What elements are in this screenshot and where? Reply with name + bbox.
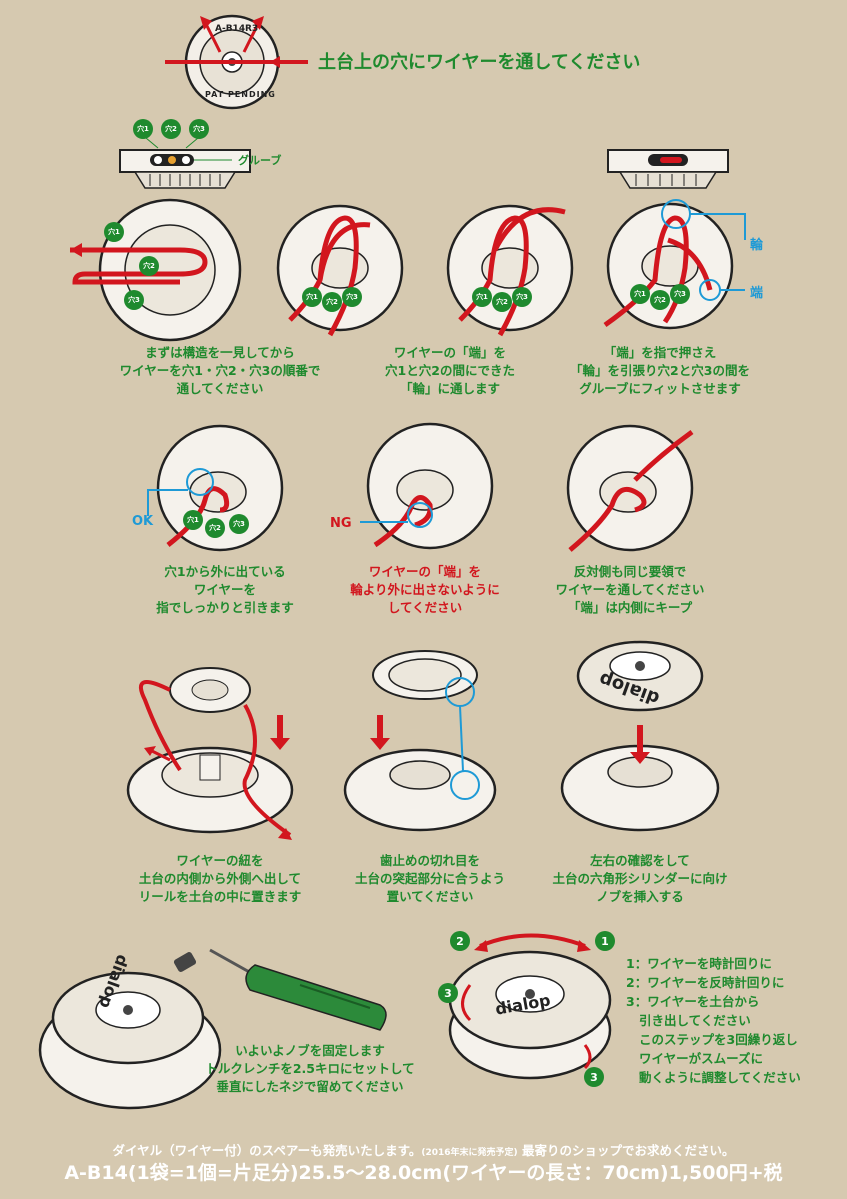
- step-number-3b: 3: [584, 1067, 604, 1087]
- step5-hole-1: 穴1: [183, 510, 203, 530]
- page-title: 土台上の穴にワイヤーを通してください: [318, 52, 641, 73]
- caption-step2: ワイヤーの「端」を 穴1と穴2の間にできた 「輪」に通します: [385, 345, 515, 396]
- step7-diagram: [566, 424, 694, 552]
- dial-ring-text: PAT PENDING: [205, 90, 276, 99]
- step1-hole-3: 穴3: [124, 290, 144, 310]
- footer-spare-text: ダイヤル（ワイヤー付）のスペアーも発売いたします。: [112, 1143, 422, 1158]
- step4-hole-3: 穴3: [670, 284, 690, 304]
- step2-hole-2: 穴2: [322, 292, 342, 312]
- header-dial-illustration: [165, 14, 308, 110]
- footer-product-info: A-B14(1袋=1個=片足分)25.5～28.0cm(ワイヤーの長さ：70cm…: [64, 1162, 783, 1184]
- step6-diagram: [360, 422, 494, 550]
- base-side-view-right: [607, 149, 729, 189]
- ng-label: NG: [330, 516, 352, 531]
- caption-step1: まずは構造を一見してから ワイヤーを穴1・穴2・穴3の順番で 通してください: [119, 345, 321, 396]
- hole-2-badge: 穴2: [161, 119, 181, 139]
- step3-hole-3: 穴3: [512, 287, 532, 307]
- step1-hole-1: 穴1: [104, 222, 124, 242]
- step10-diagram: [560, 640, 720, 832]
- step-number-3a: 3: [438, 983, 458, 1003]
- groove-label: グルーブ: [238, 154, 282, 167]
- footer-spare-notice: ダイヤル（ワイヤー付）のスペアーも発売いたします。(2016年末に発売予定) 最…: [0, 1140, 847, 1159]
- caption-step10: 左右の確認をして 土台の六角形シリンダーに向け ノブを挿入する: [552, 853, 728, 904]
- footer-shop-text: 最寄りのショップでお求めください。: [522, 1143, 735, 1158]
- dial-label: A-B14: [215, 24, 246, 34]
- hole-1-badge: 穴1: [133, 119, 153, 139]
- step9-diagram: [343, 650, 497, 832]
- screwdriver-icon: [209, 948, 387, 1031]
- caption-step9: 歯止めの切れ目を 土台の突起部分に合うよう 置いてください: [354, 853, 505, 904]
- caption-step8: ワイヤーの紐を 土台の内側から外側へ出して リールを土台の中に置きます: [138, 853, 302, 904]
- step-number-2: 2: [450, 931, 470, 951]
- step4-hole-2: 穴2: [650, 290, 670, 310]
- base-side-view-left: [119, 137, 251, 189]
- step1-hole-2: 穴2: [139, 256, 159, 276]
- step4-hole-1: 穴1: [630, 284, 650, 304]
- caption-step3: 「端」を指で押さえ 「輪」を引張り穴2と穴3の間を グルーブにフィットさせます: [570, 345, 750, 396]
- step2-hole-3: 穴3: [342, 287, 362, 307]
- adjust-steps-list: 1：ワイヤーを時計回りに 2：ワイヤーを反時計回りに 3：ワイヤーを土台から 引…: [626, 956, 801, 1085]
- final-knob-diagram: [38, 952, 222, 1110]
- step5-hole-3: 穴3: [229, 514, 249, 534]
- caption-step5: 穴1から外に出ている ワイヤーを 指でしっかりと引きます: [156, 564, 294, 615]
- caption-step11: いよいよノブを固定します トルクレンチを2.5キロにセットして 垂直にしたネジで…: [205, 1043, 415, 1094]
- step4-ring-label: 輪: [750, 238, 764, 253]
- step2-hole-1: 穴1: [302, 287, 322, 307]
- hole-3-badge: 穴3: [189, 119, 209, 139]
- dial-code: R3: [245, 24, 259, 34]
- step4-end-label: 端: [750, 286, 764, 301]
- adjust-knob-diagram: [448, 933, 612, 1080]
- caption-step7: 反対側も同じ要領で ワイヤーを通してください 「端」は内側にキープ: [555, 564, 705, 615]
- step8-diagram: [126, 667, 294, 840]
- step5-hole-2: 穴2: [205, 518, 225, 538]
- footer-release-note: (2016年末に発売予定): [421, 1148, 518, 1158]
- step3-hole-2: 穴2: [492, 292, 512, 312]
- ok-label: OK: [132, 514, 154, 529]
- caption-step6-warning: ワイヤーの「端」を 輪より外に出さないように してください: [350, 564, 500, 615]
- step-number-1: 1: [595, 931, 615, 951]
- step3-hole-1: 穴1: [472, 287, 492, 307]
